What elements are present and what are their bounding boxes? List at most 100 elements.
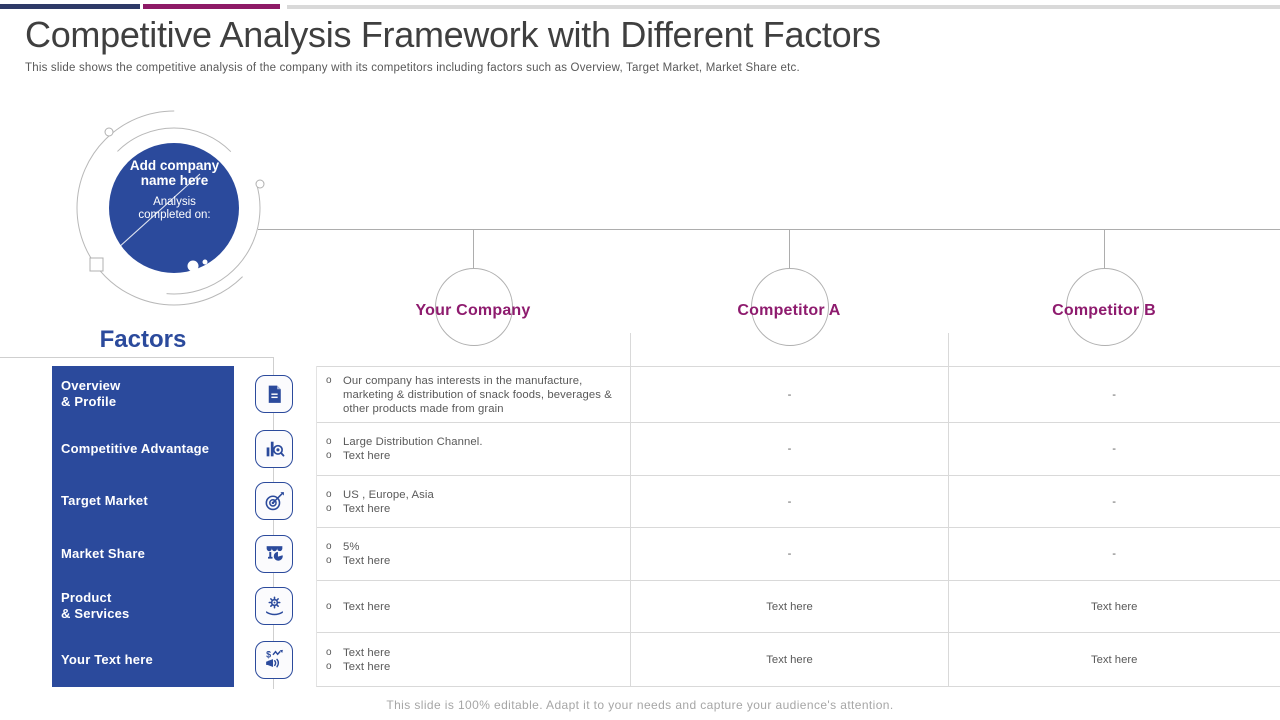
factor-label: Product & Services — [61, 590, 130, 621]
factor-item-competitive-advantage: Competitive Advantage — [52, 422, 234, 475]
cell-text[interactable]: Text here — [766, 600, 813, 613]
cell-your-company[interactable]: Text here — [317, 581, 631, 632]
cell-text[interactable]: Text here — [343, 661, 391, 673]
cell-competitor-b[interactable]: Text here — [948, 581, 1280, 632]
column-circle-your-company — [435, 268, 513, 346]
table-row: Large Distribution Channel. Text here - … — [317, 422, 1280, 475]
bar-chart-search-icon — [266, 441, 284, 457]
factor-item-product-services: Product & Services — [52, 580, 234, 632]
column-circle-competitor-a — [751, 268, 829, 346]
cell-text[interactable]: - — [787, 495, 792, 508]
factor-icon-box — [255, 375, 293, 413]
icon-rail-rule — [273, 357, 274, 689]
page-title: Competitive Analysis Framework with Diff… — [25, 14, 881, 55]
cell-your-company[interactable]: Text here Text here — [317, 633, 631, 687]
factors-horizontal-rule — [0, 357, 273, 358]
cell-text[interactable]: - — [787, 548, 792, 560]
top-bar-magenta — [143, 4, 280, 9]
cell-your-company[interactable]: US , Europe, Asia Text here — [317, 476, 631, 527]
factor-item-target-market: Target Market — [52, 475, 234, 527]
factor-icon-rail: $ — [255, 366, 293, 687]
document-icon — [268, 385, 281, 403]
cell-text[interactable]: - — [787, 388, 792, 401]
gear-hand-icon — [265, 596, 283, 615]
cell-your-company[interactable]: Our company has interests in the manufac… — [317, 367, 631, 422]
analysis-completed-label: Analysis completed on: — [138, 196, 211, 221]
table-row: US , Europe, Asia Text here - - — [317, 475, 1280, 527]
column-circle-competitor-b — [1066, 268, 1144, 346]
cell-competitor-a[interactable]: - — [631, 423, 949, 475]
timeline — [258, 229, 1280, 230]
shop-pie-icon — [266, 546, 283, 561]
factors-panel: Overview & Profile Competitive Advantage… — [52, 366, 234, 687]
cell-competitor-b[interactable]: Text here — [948, 633, 1280, 687]
cell-text[interactable]: Text here — [1090, 654, 1138, 666]
factor-item-your-text[interactable]: Your Text here — [52, 632, 234, 687]
top-bar-gray — [287, 5, 1280, 9]
connector-line — [473, 229, 474, 268]
cell-text[interactable]: Text here — [343, 450, 391, 462]
factor-icon-box — [255, 482, 293, 520]
cell-competitor-b[interactable]: - — [948, 476, 1280, 527]
factor-icon-box — [255, 534, 293, 573]
footer-note: This slide is 100% editable. Adapt it to… — [386, 698, 894, 712]
factor-item-market-share: Market Share — [52, 527, 234, 580]
column-label-competitor-b: Competitor B — [1052, 302, 1156, 319]
decorative-arcs — [76, 110, 272, 306]
cell-competitor-a[interactable]: - — [631, 476, 949, 527]
cell-competitor-a[interactable]: - — [631, 367, 949, 422]
factor-label: Market Share — [61, 545, 146, 561]
column-label-competitor-a: Competitor A — [737, 302, 841, 319]
target-dart-icon — [265, 491, 284, 510]
company-name-placeholder[interactable]: Add company name here — [129, 158, 220, 188]
connector-line — [789, 229, 790, 268]
factor-label: Competitive Advantage — [61, 440, 210, 456]
cell-competitor-b[interactable]: - — [948, 367, 1280, 422]
dollar-megaphone-icon: $ — [265, 649, 283, 668]
factors-heading: Factors — [99, 326, 187, 353]
cell-text[interactable]: Text here — [343, 600, 391, 613]
cell-competitor-a[interactable]: Text here — [631, 581, 949, 632]
connector-line — [1104, 229, 1105, 268]
cell-competitor-b[interactable]: - — [948, 528, 1280, 580]
cell-text[interactable]: Text here — [1090, 600, 1138, 613]
cell-text[interactable]: - — [1112, 548, 1117, 560]
svg-text:$: $ — [266, 649, 271, 659]
factor-icon-box: $ — [255, 640, 293, 679]
top-bar-navy — [0, 4, 140, 9]
cell-competitor-b[interactable]: - — [948, 423, 1280, 475]
cell-text[interactable]: 5% — [343, 541, 360, 553]
factor-icon-box — [255, 587, 293, 625]
factor-label: Overview & Profile — [61, 378, 121, 409]
page-subtitle: This slide shows the competitive analysi… — [25, 62, 800, 74]
cell-text[interactable]: Text here — [343, 502, 391, 515]
column-label-your-company: Your Company — [415, 302, 531, 319]
cell-text[interactable]: - — [1112, 495, 1117, 508]
cell-competitor-a[interactable]: Text here — [631, 633, 949, 687]
factor-item-overview: Overview & Profile — [52, 366, 234, 422]
cell-text[interactable]: Our company has interests in the manufac… — [343, 374, 612, 415]
cell-text[interactable]: - — [787, 443, 792, 455]
cell-text[interactable]: Text here — [766, 654, 813, 666]
cell-text[interactable]: Text here — [343, 647, 391, 659]
company-circle — [109, 143, 239, 273]
table-row: Text here Text here Text here Text here — [317, 632, 1280, 687]
company-circle-text[interactable]: Add company name here Analysis completed… — [109, 158, 240, 222]
cell-text[interactable]: Large Distribution Channel. — [343, 436, 483, 448]
cell-your-company[interactable]: Large Distribution Channel. Text here — [317, 423, 631, 475]
cell-text[interactable]: Text here — [343, 555, 391, 567]
factor-icon-box — [255, 429, 293, 468]
cell-text[interactable]: - — [1112, 443, 1117, 455]
factor-label[interactable]: Your Text here — [61, 651, 153, 667]
table-row: Text here Text here Text here — [317, 580, 1280, 632]
cell-competitor-a[interactable]: - — [631, 528, 949, 580]
cell-text[interactable]: US , Europe, Asia — [343, 488, 434, 501]
comparison-table: Our company has interests in the manufac… — [316, 366, 1280, 687]
column-divider — [630, 333, 631, 687]
table-row: Our company has interests in the manufac… — [317, 366, 1280, 422]
cell-text[interactable]: - — [1112, 388, 1117, 401]
table-row: 5% Text here - - — [317, 527, 1280, 580]
factor-label: Target Market — [61, 493, 148, 508]
cell-your-company[interactable]: 5% Text here — [317, 528, 631, 580]
